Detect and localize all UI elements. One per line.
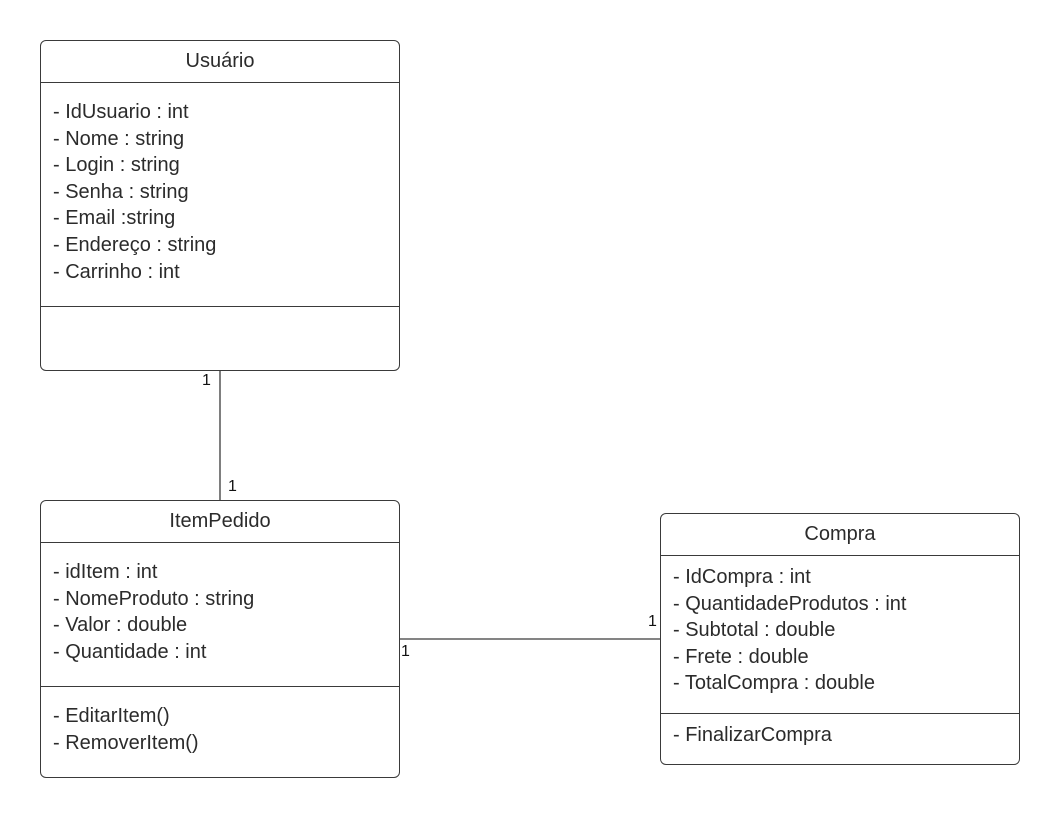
attribute: - Subtotal : double <box>673 619 836 642</box>
multiplicity-itempedido-top-end: 1 <box>228 478 237 495</box>
attribute: - Senha : string <box>53 180 189 203</box>
methods-compra: - FinalizarCompra <box>661 714 1019 749</box>
attribute: - Nome : string <box>53 127 185 150</box>
attribute: - idItem : int <box>53 561 158 583</box>
attribute: - Quantidade : int <box>53 640 207 663</box>
class-usuario[interactable]: Usuário - IdUsuario : int - Nome : strin… <box>40 40 400 371</box>
multiplicity-itempedido-right-end: 1 <box>401 643 410 660</box>
methods-itempedido: - EditarItem() - RemoverItem() <box>41 687 399 756</box>
attribute: - IdCompra : int <box>673 566 811 588</box>
multiplicity-usuario-end: 1 <box>202 372 211 389</box>
attribute: - IdUsuario : int <box>53 101 189 123</box>
class-name-usuario: Usuário <box>41 41 399 83</box>
attribute: - Valor : double <box>53 614 188 637</box>
attribute: - Endereço : string <box>53 233 217 256</box>
attribute: - Login : string <box>53 154 180 177</box>
attribute: - Email :string <box>53 207 176 230</box>
attribute: - Frete : double <box>673 645 809 668</box>
attribute: - TotalCompra : double <box>673 672 875 695</box>
class-itempedido[interactable]: ItemPedido - idItem : int - NomeProduto … <box>40 500 400 778</box>
attributes-usuario: - IdUsuario : int - Nome : string - Logi… <box>41 83 399 307</box>
multiplicity-compra-end: 1 <box>648 613 657 630</box>
method: - RemoverItem() <box>53 731 199 754</box>
attribute: - Carrinho : int <box>53 260 180 283</box>
attributes-compra: - IdCompra : int - QuantidadeProdutos : … <box>661 556 1019 714</box>
class-name-itempedido: ItemPedido <box>41 501 399 543</box>
method: - FinalizarCompra <box>673 724 832 746</box>
attributes-itempedido: - idItem : int - NomeProduto : string - … <box>41 543 399 687</box>
class-compra[interactable]: Compra - IdCompra : int - QuantidadeProd… <box>660 513 1020 765</box>
class-name-compra: Compra <box>661 514 1019 556</box>
attribute: - QuantidadeProdutos : int <box>673 592 907 615</box>
attribute: - NomeProduto : string <box>53 587 255 610</box>
method: - EditarItem() <box>53 705 170 727</box>
